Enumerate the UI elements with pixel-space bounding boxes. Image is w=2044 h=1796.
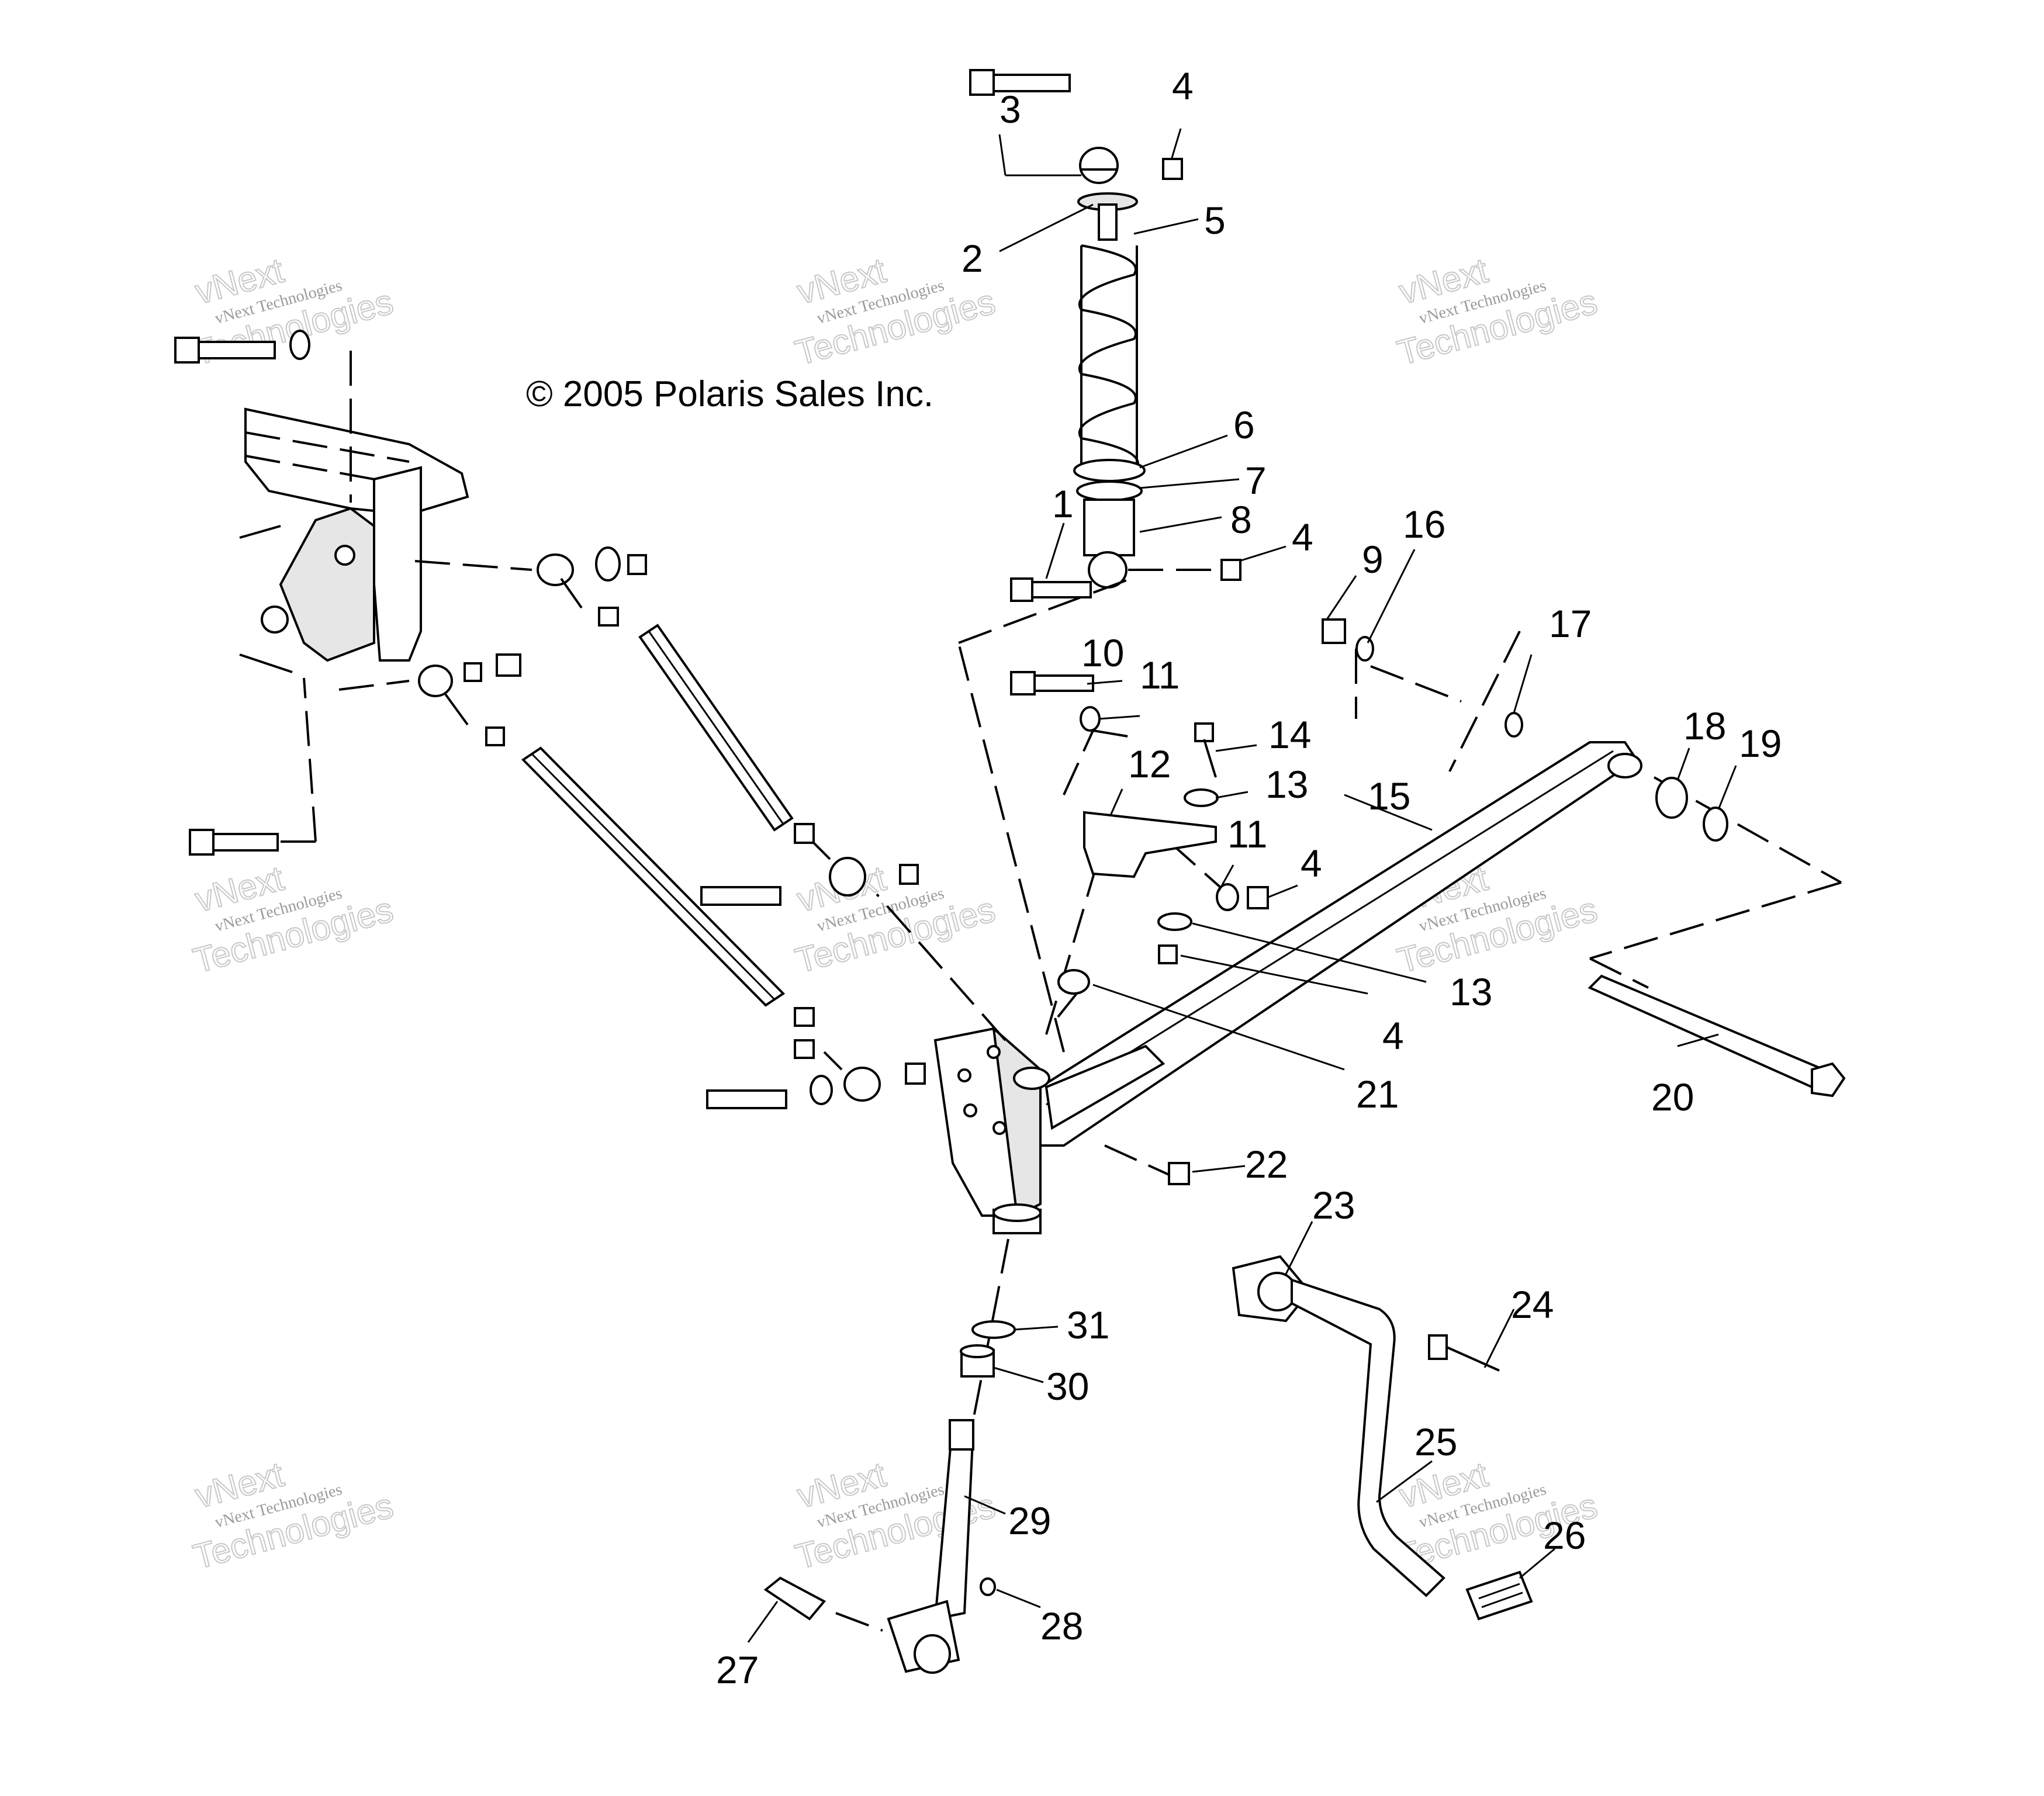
callout-29: 29 [1008,1499,1051,1542]
callout-2: 2 [962,237,983,280]
rod-end-upper-right [700,823,919,906]
callout-30: 30 [1046,1365,1089,1408]
brake-pedal [1232,1255,1533,1621]
callout-11: 11 [1227,812,1268,856]
shock-absorber [969,69,1241,602]
callout-3: 3 [999,88,1021,131]
callout-10: 10 [1081,631,1124,674]
callout-23: 23 [1312,1184,1355,1227]
callout-4: 4 [1382,1014,1404,1057]
callout-31: 31 [1067,1303,1109,1347]
callout-9: 9 [1362,538,1384,581]
watermark-bottom-left: vNext vNext Technologies Technologies [189,1454,398,1577]
callout-28: 28 [1040,1604,1083,1648]
watermark-top-right: vNext vNext Technologies Technologies [1393,250,1602,373]
callout-4: 4 [1292,515,1313,559]
rod-end-lower-left [338,653,521,746]
spindle-assembly [763,1320,1016,1674]
callout-6: 6 [1233,403,1255,447]
callout-13: 13 [1450,970,1492,1013]
callout-4: 4 [1301,842,1322,885]
callout-13: 13 [1265,763,1308,806]
a-arm [933,741,1642,1234]
callout-18: 18 [1683,704,1726,748]
leader-lines [747,128,1737,1643]
callout-1: 1 [1052,482,1074,525]
callout-11: 11 [1140,653,1180,697]
callout-20: 20 [1651,1075,1694,1119]
bolt-top-left [174,330,352,503]
upper-radius-rod [638,624,794,832]
callout-numbers: 3 4 2 5 6 7 8 1 4 9 16 17 10 11 14 12 13… [716,64,1782,1691]
callout-14: 14 [1268,713,1311,756]
callout-26: 26 [1543,1514,1586,1557]
bolt-bottom-left [189,677,317,856]
callout-7: 7 [1245,459,1267,502]
callout-8: 8 [1230,498,1252,541]
callout-12: 12 [1128,742,1171,785]
lower-radius-rod [521,746,786,1007]
callout-25: 25 [1414,1420,1457,1463]
rod-end-lower-right [706,1007,926,1109]
callout-16: 16 [1403,503,1445,546]
callout-21: 21 [1356,1072,1399,1116]
watermark-top-center: vNext vNext Technologies Technologies [791,250,1000,373]
hardware-right [1010,618,1846,1185]
callout-4: 4 [1172,64,1194,108]
callout-15: 15 [1368,774,1410,818]
frame-bracket [239,407,469,673]
callout-17: 17 [1549,602,1592,645]
callout-24: 24 [1511,1283,1554,1326]
copyright-notice: © 2005 Polaris Sales Inc. [526,374,933,414]
rod-end-upper-left [414,546,647,627]
callout-22: 22 [1245,1143,1288,1186]
assembly-lines [876,577,1842,1421]
callout-5: 5 [1204,199,1226,242]
callout-19: 19 [1739,722,1782,765]
callout-27: 27 [716,1648,759,1691]
